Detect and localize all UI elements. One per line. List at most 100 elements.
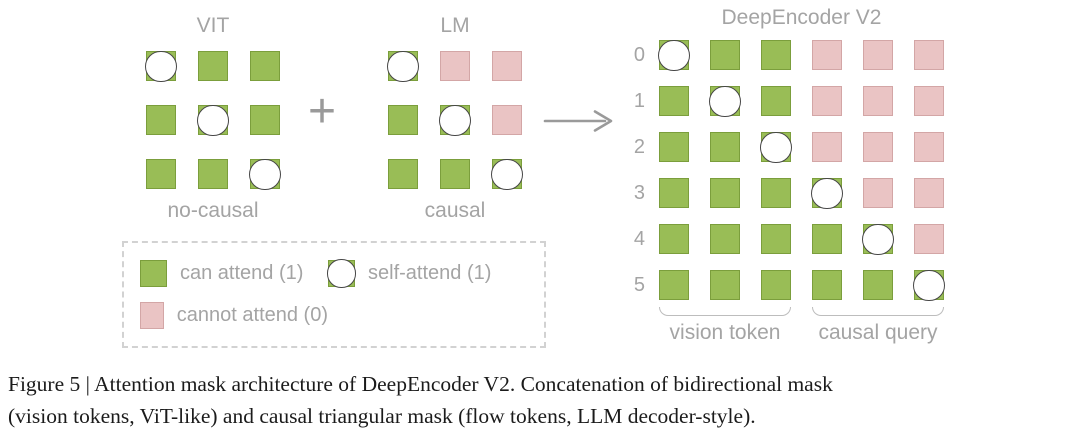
self-attend-cell xyxy=(197,104,229,136)
self-attend-cell xyxy=(811,177,843,209)
can-attend-cell xyxy=(250,105,280,136)
deepencoder-block: DeepEncoder V2 0 1 2 3 4 5 vision token causa… xyxy=(615,4,945,345)
legend-item: cannot attend (0) xyxy=(140,302,328,329)
cannot-attend-cell xyxy=(863,132,893,163)
self-attend-circle-icon xyxy=(862,223,894,255)
can-attend-cell xyxy=(761,270,791,301)
deepencoder-grid-area: 0 1 2 3 4 5 xyxy=(615,39,945,301)
cannot-attend-cell xyxy=(812,40,842,71)
cannot-attend-cell xyxy=(914,178,944,209)
legend-box: can attend (1) self-attend (1) cannot atte… xyxy=(122,241,546,348)
lm-mask-block: LM causal xyxy=(387,12,523,223)
can-attend-cell xyxy=(710,270,740,301)
can-attend-cell xyxy=(146,159,176,190)
self-attend-circle-icon xyxy=(249,158,281,190)
can-attend-cell xyxy=(710,132,740,163)
self-attend-cell xyxy=(439,104,471,136)
self-attend-circle-icon xyxy=(197,104,229,136)
row-index-label: 5 xyxy=(633,274,645,297)
can-attend-cell xyxy=(863,270,893,301)
self-attend-circle-icon xyxy=(145,50,177,82)
row-index-label: 0 xyxy=(633,44,645,67)
row-index-label: 2 xyxy=(633,136,645,159)
self-attend-circle-icon xyxy=(439,104,471,136)
plus-operator: + xyxy=(308,85,337,138)
causal-query-label: causal query xyxy=(818,321,938,345)
deepencoder-grid xyxy=(658,39,945,301)
can-attend-cell xyxy=(388,159,418,190)
can-attend-cell xyxy=(761,224,791,255)
can-attend-cell xyxy=(710,40,740,71)
deepencoder-title: DeepEncoder V2 xyxy=(721,6,882,29)
self-attend-cell xyxy=(327,259,356,288)
self-attend-circle-icon xyxy=(491,158,523,190)
can-attend-cell xyxy=(659,178,689,209)
self-attend-cell xyxy=(658,39,690,71)
row-index-label: 3 xyxy=(633,182,645,205)
self-attend-circle-icon xyxy=(387,50,419,82)
self-attend-cell xyxy=(387,50,419,82)
self-attend-cell xyxy=(709,85,741,117)
self-attend-cell xyxy=(249,158,281,190)
legend-item: can attend (1) xyxy=(140,260,328,287)
self-attend-circle-icon xyxy=(327,259,356,288)
self-attend-cell xyxy=(862,223,894,255)
cannot-attend-cell xyxy=(863,178,893,209)
can-attend-cell xyxy=(659,270,689,301)
self-attend-cell xyxy=(491,158,523,190)
cannot-attend-cell xyxy=(914,132,944,163)
can-attend-cell xyxy=(198,159,228,190)
cannot-attend-cell xyxy=(914,40,944,71)
lm-grid xyxy=(387,50,523,190)
can-attend-cell xyxy=(710,178,740,209)
row-index-label: 4 xyxy=(633,228,645,251)
self-attend-circle-icon xyxy=(760,131,792,163)
arrow-right-icon xyxy=(543,108,615,139)
cannot-attend-cell xyxy=(140,302,164,329)
self-attend-circle-icon xyxy=(811,177,843,209)
cannot-attend-cell xyxy=(812,132,842,163)
can-attend-cell xyxy=(659,132,689,163)
self-attend-circle-icon xyxy=(658,39,690,71)
can-attend-cell xyxy=(761,86,791,117)
cannot-attend-cell xyxy=(440,51,470,82)
legend-items: can attend (1) self-attend (1) cannot atte… xyxy=(140,259,528,329)
can-attend-cell xyxy=(250,51,280,82)
vit-mask-block: VIT no-causal xyxy=(145,12,281,223)
vit-grid xyxy=(145,50,281,190)
can-attend-cell xyxy=(761,178,791,209)
vision-token-label: vision token xyxy=(669,321,781,345)
causal-query-underbrace-icon xyxy=(812,307,944,317)
legend-item: self-attend (1) xyxy=(327,259,528,288)
cannot-attend-cell xyxy=(492,105,522,136)
can-attend-cell xyxy=(659,224,689,255)
cannot-attend-cell xyxy=(492,51,522,82)
legend-item-label: can attend (1) xyxy=(180,262,304,284)
figure-caption: Figure 5 | Attention mask architecture o… xyxy=(8,368,1072,433)
underbrace-row xyxy=(659,307,944,317)
legend-item-label: cannot attend (0) xyxy=(176,304,328,326)
can-attend-cell xyxy=(710,224,740,255)
vit-title: VIT xyxy=(196,14,230,37)
vision-token-underbrace-icon xyxy=(659,307,791,317)
self-attend-cell xyxy=(760,131,792,163)
cannot-attend-cell xyxy=(914,224,944,255)
can-attend-cell xyxy=(440,159,470,190)
cannot-attend-cell xyxy=(863,86,893,117)
vit-sublabel: no-causal xyxy=(167,199,259,223)
can-attend-cell xyxy=(140,260,167,287)
row-index-label: 1 xyxy=(633,90,645,113)
legend-item-label: self-attend (1) xyxy=(368,262,492,284)
self-attend-cell xyxy=(145,50,177,82)
can-attend-cell xyxy=(659,86,689,117)
can-attend-cell xyxy=(761,40,791,71)
cannot-attend-cell xyxy=(812,86,842,117)
can-attend-cell xyxy=(388,105,418,136)
cannot-attend-cell xyxy=(863,40,893,71)
group-label-row: vision token causal query xyxy=(659,321,944,345)
can-attend-cell xyxy=(146,105,176,136)
lm-sublabel: causal xyxy=(424,199,486,223)
row-index-column: 0 1 2 3 4 5 xyxy=(615,40,645,300)
can-attend-cell xyxy=(812,224,842,255)
